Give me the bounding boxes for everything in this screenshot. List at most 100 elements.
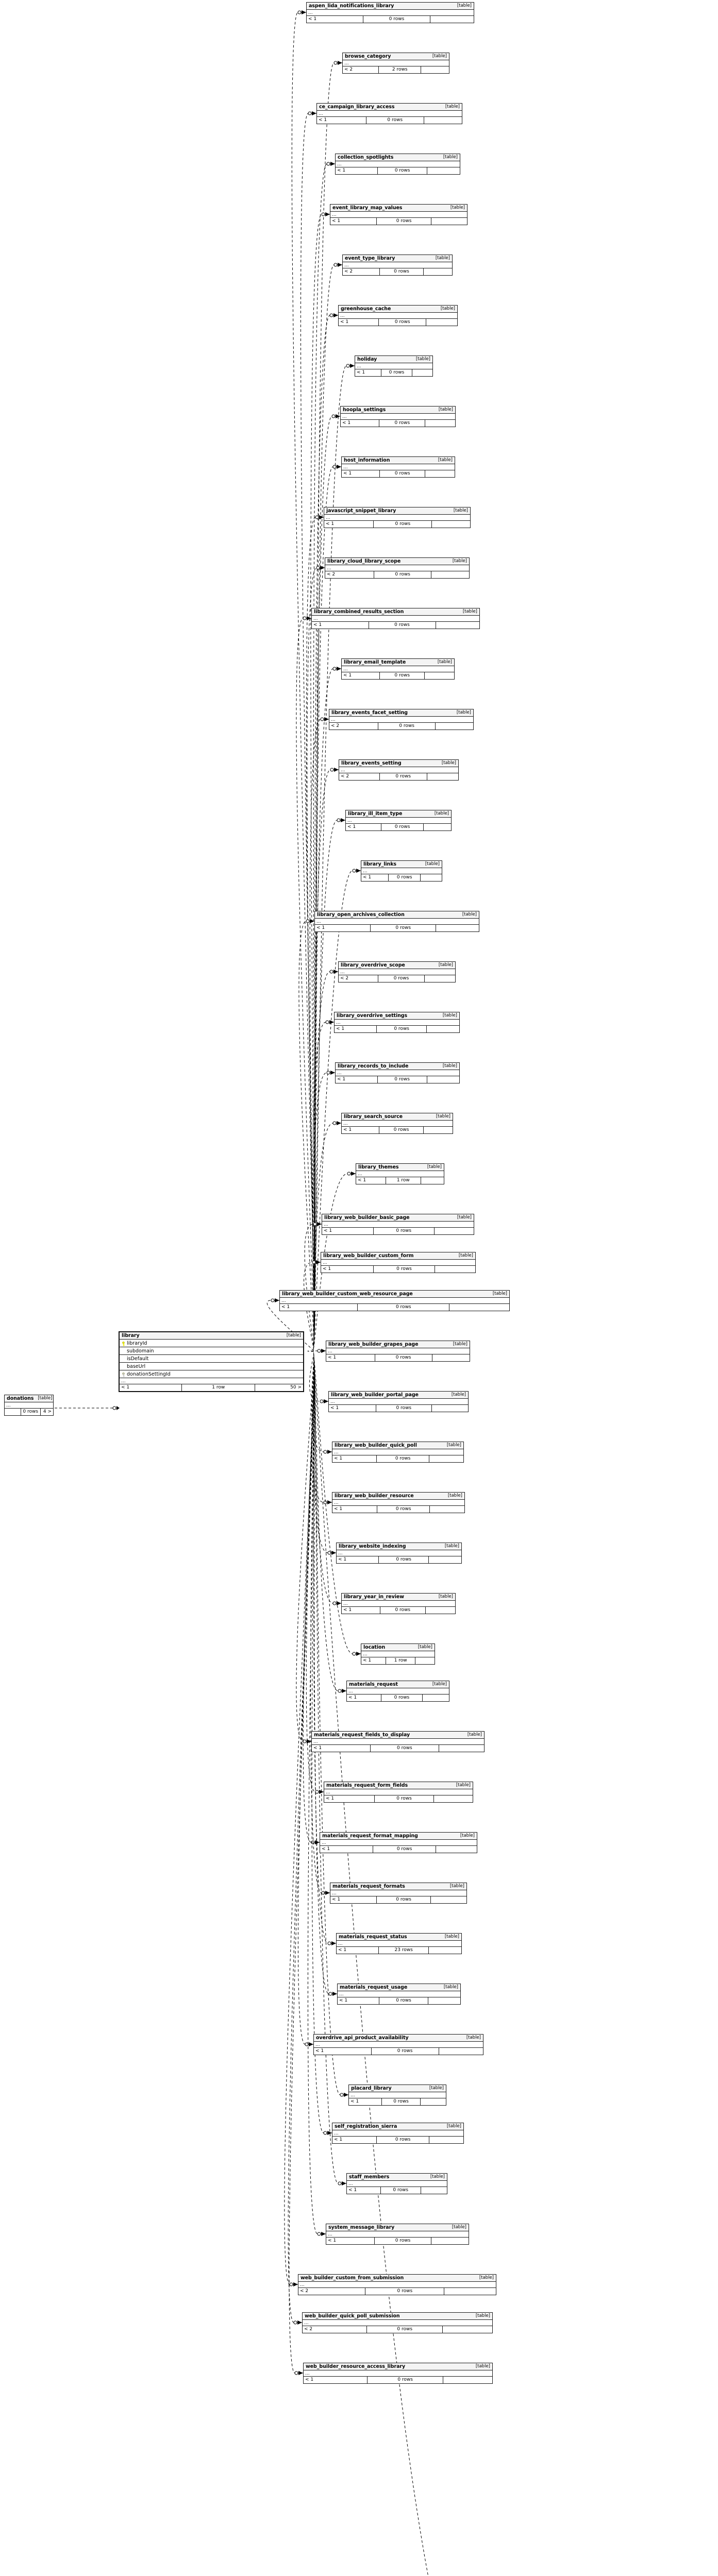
table-library-cloud-library-scope[interactable]: library_cloud_library_scope[table]...< 2… bbox=[325, 557, 470, 579]
column-row[interactable]: subdomain bbox=[120, 1347, 303, 1355]
parent-count: < 2 bbox=[303, 2326, 368, 2333]
table-library-open-archives-collection[interactable]: library_open_archives_collection[table].… bbox=[314, 911, 479, 932]
parent-count: < 1 bbox=[341, 420, 380, 427]
parent-count: < 1 bbox=[342, 1607, 380, 1614]
more-columns-ellipsis: ... bbox=[339, 969, 455, 975]
row-count: 0 rows bbox=[366, 117, 424, 124]
table-type-tag: [table] bbox=[450, 205, 465, 210]
column-row[interactable]: libraryId bbox=[120, 1340, 303, 1347]
row-count: 0 rows bbox=[380, 470, 426, 477]
table-aspen-lida-notifications-library[interactable]: aspen_lida_notifications_library[table].… bbox=[306, 2, 474, 23]
more-columns-ellipsis: ... bbox=[324, 515, 470, 521]
table-name: ce_campaign_library_access bbox=[319, 104, 395, 110]
table-web-builder-quick-poll-submission[interactable]: web_builder_quick_poll_submission[table]… bbox=[302, 2312, 493, 2333]
child-count bbox=[435, 1228, 474, 1234]
more-columns-ellipsis: ... bbox=[332, 1449, 463, 1455]
table-name: library_search_source bbox=[344, 1113, 403, 1120]
parent-count: < 1 bbox=[349, 2098, 382, 2105]
parent-count: < 1 bbox=[332, 2137, 377, 2143]
table-web-builder-resource-access-library[interactable]: web_builder_resource_access_library[tabl… bbox=[303, 2363, 493, 2384]
column-row[interactable]: baseUrl bbox=[120, 1363, 303, 1370]
key-cell bbox=[120, 1338, 127, 1348]
column-row[interactable]: donationSettingId bbox=[120, 1370, 303, 1378]
table-materials-request-form-fields[interactable]: materials_request_form_fields[table]...<… bbox=[324, 1782, 473, 1803]
column-row[interactable]: isDefault bbox=[120, 1355, 303, 1363]
row-count: 0 rows bbox=[377, 2137, 429, 2143]
table-library-web-builder-basic-page[interactable]: library_web_builder_basic_page[table]...… bbox=[322, 1214, 474, 1235]
table-library-web-builder-quick-poll[interactable]: library_web_builder_quick_poll[table]...… bbox=[332, 1442, 464, 1463]
table-overdrive-api-product-availability[interactable]: overdrive_api_product_availability[table… bbox=[313, 2034, 483, 2055]
more-columns-ellipsis: ... bbox=[343, 262, 452, 268]
table-type-tag: [table] bbox=[438, 1594, 453, 1599]
table-name: materials_request_formats bbox=[332, 1883, 405, 1889]
row-count: 0 rows bbox=[375, 2238, 432, 2244]
table-library-web-builder-custom-form[interactable]: library_web_builder_custom_form[table]..… bbox=[321, 1252, 476, 1273]
more-columns-ellipsis: ... bbox=[330, 1890, 466, 1896]
child-count bbox=[436, 723, 473, 730]
table-library-web-builder-resource[interactable]: library_web_builder_resource[table]...< … bbox=[332, 1492, 465, 1513]
table-header: system_message_library[table] bbox=[326, 2224, 469, 2231]
more-columns-ellipsis: ... bbox=[314, 2042, 483, 2048]
row-count: 23 rows bbox=[379, 1947, 429, 1954]
table-library-web-builder-grapes-page[interactable]: library_web_builder_grapes_page[table]..… bbox=[326, 1341, 470, 1362]
table-materials-request-fields-to-display[interactable]: materials_request_fields_to_display[tabl… bbox=[311, 1731, 485, 1752]
table-library-combined-results-section[interactable]: library_combined_results_section[table].… bbox=[311, 608, 480, 629]
table-header: overdrive_api_product_availability[table… bbox=[314, 2035, 483, 2042]
table-type-tag: [table] bbox=[427, 1164, 442, 1170]
table-type-tag: [table] bbox=[418, 1645, 432, 1650]
more-columns-ellipsis: ... bbox=[298, 2282, 496, 2288]
table-library-events-facet-setting[interactable]: library_events_facet_setting[table]...< … bbox=[329, 709, 474, 730]
child-count: 50 > bbox=[290, 1385, 302, 1390]
table-header: event_type_library[table] bbox=[343, 255, 452, 262]
table-library-web-builder-custom-web-resource-page[interactable]: library_web_builder_custom_web_resource_… bbox=[279, 1290, 510, 1311]
row-count: 0 rows bbox=[377, 1506, 430, 1513]
table-library-web-builder-portal-page[interactable]: library_web_builder_portal_page[table]..… bbox=[328, 1391, 469, 1412]
table-name: browse_category bbox=[345, 53, 391, 59]
table-donations[interactable]: donations [table] ... 0 rows 4 > bbox=[4, 1395, 54, 1416]
parent-count: < 1 bbox=[337, 1556, 379, 1563]
row-count: 0 rows bbox=[378, 167, 428, 174]
table-web-builder-custom-from-submission[interactable]: web_builder_custom_from_submission[table… bbox=[298, 2274, 496, 2295]
table-type-tag: [table] bbox=[438, 457, 453, 463]
table-header: library_web_builder_grapes_page[table] bbox=[326, 1341, 470, 1348]
parent-count: < 1 bbox=[320, 1846, 374, 1853]
parent-count: < 1 bbox=[355, 369, 381, 376]
table-materials-request-format-mapping[interactable]: materials_request_format_mapping[table].… bbox=[320, 1832, 477, 1853]
